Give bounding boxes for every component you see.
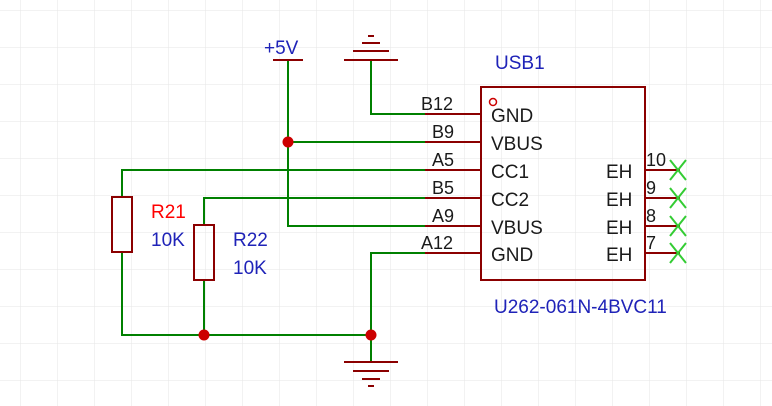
resistor-value: 10K — [151, 230, 185, 251]
component-part-number: U262-061N-4BVC11 — [494, 297, 667, 318]
pin-number: B12 — [421, 94, 453, 114]
resistor-designator: R22 — [233, 230, 268, 251]
wire-cc1 — [121, 169, 425, 197]
gnd-symbol-top — [344, 35, 398, 61]
junctions — [198, 136, 377, 341]
pin-name: EH — [606, 190, 632, 211]
wire-cc2 — [203, 197, 425, 225]
wire-resistor-bottom — [121, 252, 371, 336]
pin-name: CC2 — [491, 190, 529, 211]
wires — [121, 60, 425, 362]
wire-gnd-top — [370, 60, 425, 115]
pin-name: EH — [606, 162, 632, 183]
pin-name: VBUS — [491, 134, 543, 155]
pin-number: B9 — [432, 122, 454, 142]
pin1-marker — [488, 97, 498, 107]
pin-stubs — [425, 113, 680, 254]
resistor-designator: R21 — [151, 202, 186, 223]
pin-name: GND — [491, 245, 533, 266]
usb-connector-body[interactable] — [480, 86, 646, 281]
resistor-r22[interactable] — [193, 224, 215, 281]
wire-gnd-bottom — [370, 252, 425, 362]
pin-name: GND — [491, 106, 533, 127]
resistor-value: 10K — [233, 258, 267, 279]
resistor-r21[interactable] — [111, 196, 133, 253]
component-designator: USB1 — [495, 53, 545, 74]
pin-number: 10 — [646, 150, 666, 170]
junction-dot — [282, 136, 294, 148]
pin-name: EH — [606, 245, 632, 266]
pin-number: A5 — [432, 150, 454, 170]
pin-number: A9 — [432, 206, 454, 226]
power-label: +5V — [264, 38, 299, 59]
junction-dot — [198, 329, 210, 341]
pin-name: VBUS — [491, 218, 543, 239]
junction-dot — [365, 329, 377, 341]
pin-number: B5 — [432, 178, 454, 198]
pin-number: 8 — [646, 206, 656, 226]
gnd-symbol-bottom — [344, 361, 398, 387]
pin-number: A12 — [421, 233, 453, 253]
pin-name: EH — [606, 218, 632, 239]
pin-number: 9 — [646, 178, 656, 198]
wire-5v — [287, 60, 425, 227]
no-connect-marks — [669, 159, 687, 264]
pin-number: 7 — [646, 233, 656, 253]
pin-name: CC1 — [491, 162, 529, 183]
